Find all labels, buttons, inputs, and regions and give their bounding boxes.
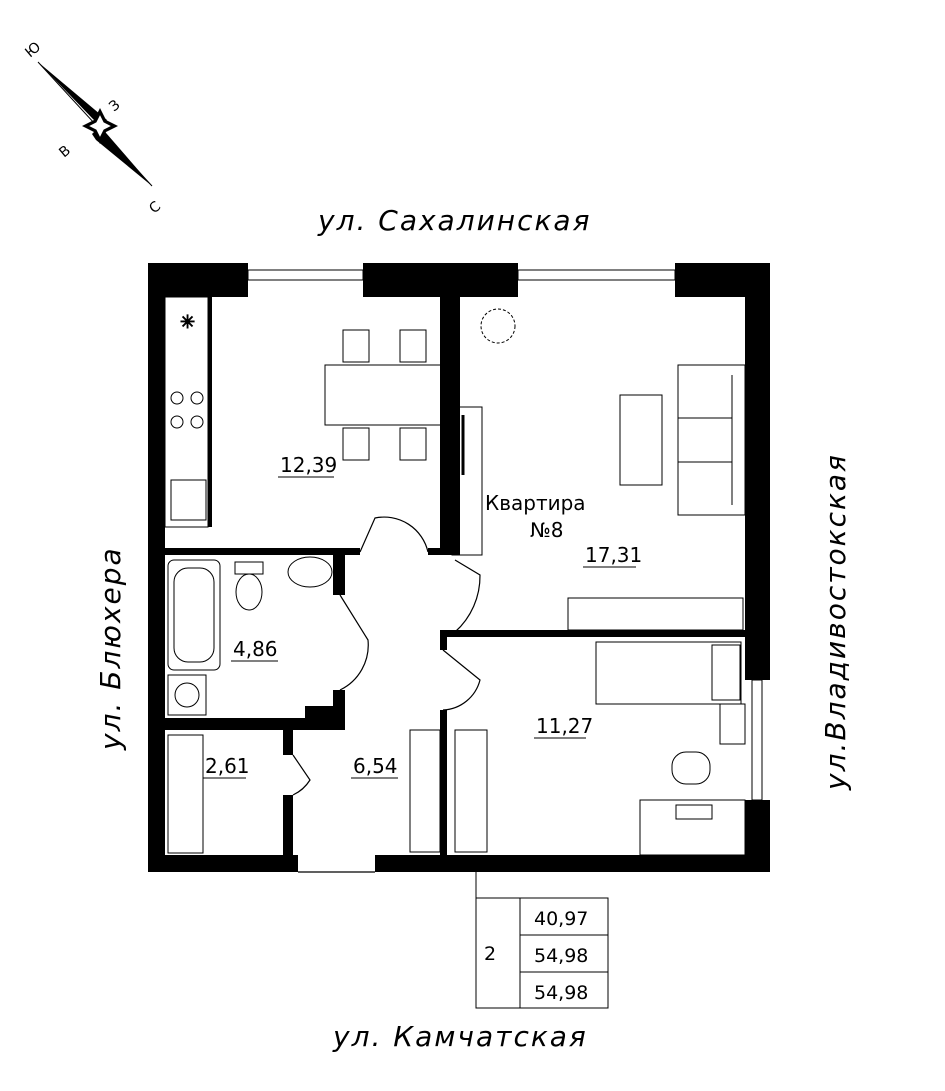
table-value-2: 54,98: [534, 945, 588, 967]
dining-table: [324, 364, 446, 426]
wardrobe: [451, 406, 483, 556]
street-bottom: ул. Камчатская: [332, 1020, 588, 1053]
bed: [595, 641, 742, 705]
room-area-living: 17,31: [585, 543, 642, 567]
chair-icon: [671, 751, 711, 785]
room-area-bedroom: 11,27: [536, 714, 593, 738]
summary-table: [475, 872, 609, 1009]
bathtub-icon: [167, 559, 221, 671]
shelf: [567, 597, 744, 631]
compass-north: С: [146, 198, 164, 217]
table-value-3: 54,98: [534, 982, 588, 1004]
street-top: ул. Сахалинская: [317, 204, 591, 237]
kitchen-counter: [164, 296, 209, 528]
washbasin-icon: [287, 556, 333, 588]
room-area-hallway: 6,54: [353, 754, 398, 778]
table-value-1: 40,97: [534, 908, 588, 930]
sofa: [677, 364, 746, 516]
computer-icon: [675, 804, 713, 820]
sink-icon: [170, 479, 207, 521]
storage-shelf: [167, 734, 204, 854]
walls: [148, 263, 770, 872]
doors: [292, 516, 481, 873]
furniture: ✳: [164, 296, 746, 856]
compass-east: В: [56, 143, 74, 161]
room-area-bathroom: 4,86: [233, 637, 278, 661]
apartment-title: Квартира: [485, 491, 586, 515]
compass-west: З: [106, 97, 123, 115]
room-area-kitchen: 12,39: [280, 453, 337, 477]
plant-icon: [480, 308, 516, 344]
table-rooms-count: 2: [484, 943, 496, 965]
toilet-icon: [234, 561, 264, 575]
hall-wardrobe: [409, 729, 441, 853]
compass-south: Ю: [22, 39, 44, 61]
apartment-number: №8: [530, 518, 564, 542]
street-left: ул. Блюхера: [94, 546, 127, 751]
fridge-icon: ✳: [180, 312, 195, 333]
coffee-table: [619, 394, 663, 486]
desk: [639, 799, 746, 856]
washing-machine-icon: [167, 674, 207, 716]
street-right: ул.Владивостокская: [819, 453, 852, 791]
windows: [247, 269, 763, 801]
compass-rose-icon: Ю З В С: [22, 39, 164, 217]
room-area-storage: 2,61: [205, 754, 250, 778]
bedroom-wardrobe: [454, 729, 488, 853]
